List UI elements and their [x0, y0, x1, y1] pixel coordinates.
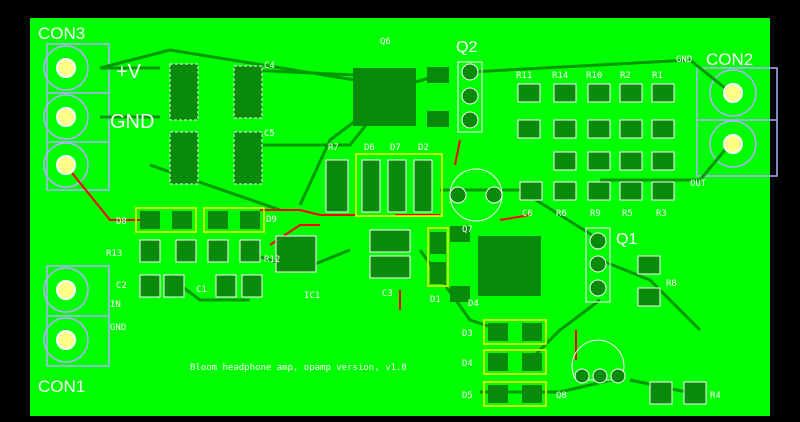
ref-c2: C2 — [116, 281, 127, 291]
ic1-area — [139, 229, 411, 298]
q8-transistor — [571, 339, 626, 384]
ref-d3: D3 — [462, 329, 473, 339]
ref-r10: R10 — [586, 71, 602, 81]
con1-label: CON1 — [38, 377, 85, 396]
ref-r3: R3 — [656, 209, 667, 219]
ref-d2: D2 — [418, 143, 429, 153]
c4-c5-pads — [169, 63, 263, 185]
d8-d9 — [135, 207, 265, 233]
ref-r5: R5 — [622, 209, 633, 219]
q6-pad — [427, 67, 449, 83]
ref-c5: C5 — [264, 129, 275, 139]
ref-r1: R1 — [652, 71, 663, 81]
ref-q7: Q7 — [462, 225, 473, 235]
ref-r8: R8 — [666, 279, 677, 289]
q7-pad — [450, 286, 470, 302]
ref-q6: Q6 — [380, 37, 391, 47]
ref-r2: R2 — [620, 71, 631, 81]
con3-label: CON3 — [38, 24, 85, 43]
in-label: IN — [110, 300, 121, 310]
out-label: OUT — [690, 179, 707, 189]
con1-outline — [43, 265, 110, 367]
con2-label: CON2 — [706, 50, 753, 69]
ref-d6: D6 — [364, 143, 375, 153]
ref-d4: D4 — [468, 299, 479, 309]
ref-d1: D1 — [430, 295, 441, 305]
ref-q8: Q8 — [556, 391, 567, 401]
ref-r14: R14 — [552, 71, 568, 81]
ref-q2: Q2 — [456, 39, 477, 56]
ref-r13: R13 — [106, 249, 122, 259]
gnd-left-label: GND — [110, 111, 154, 133]
footer-text: Bloom headphone amp, opamp version, v1.0 — [190, 363, 407, 373]
ref-r4: R4 — [710, 391, 721, 401]
r8-r4 — [637, 255, 707, 405]
q6-body — [353, 68, 416, 126]
ref-c3: C3 — [382, 289, 393, 299]
ref-q1: Q1 — [616, 231, 637, 248]
ref-r7: R7 — [328, 143, 339, 153]
gnd-right-label: GND — [676, 55, 692, 65]
con2-outline — [696, 67, 778, 177]
q6-pad — [427, 111, 449, 127]
q7-pad — [450, 226, 470, 242]
ref-r11: R11 — [516, 71, 532, 81]
ref-r6: R6 — [556, 209, 567, 219]
ref-d5: D5 — [462, 391, 473, 401]
gnd-in-label: GND — [110, 323, 126, 333]
q7-body — [478, 236, 541, 296]
ref-d8: D8 — [116, 217, 127, 227]
ref-r9: R9 — [590, 209, 601, 219]
plus-v-label: +V — [116, 61, 142, 83]
c6-cap — [449, 168, 503, 222]
diode-group-top — [325, 153, 443, 217]
q1-pads — [585, 227, 611, 303]
ref-c1: C1 — [196, 285, 207, 295]
ref-d4b: D4 — [462, 359, 473, 369]
ref-ic1: IC1 — [304, 291, 320, 301]
d3-d4-d5 — [483, 319, 547, 407]
ref-d7: D7 — [390, 143, 401, 153]
resistor-pads-right — [517, 83, 675, 201]
ref-d9: D9 — [266, 215, 277, 225]
connector-pads — [56, 58, 743, 350]
d1 — [427, 227, 449, 287]
ref-c6: C6 — [522, 209, 533, 219]
ref-r12: R12 — [264, 255, 280, 265]
q2-pads — [457, 61, 483, 133]
ref-c4: C4 — [264, 61, 275, 71]
